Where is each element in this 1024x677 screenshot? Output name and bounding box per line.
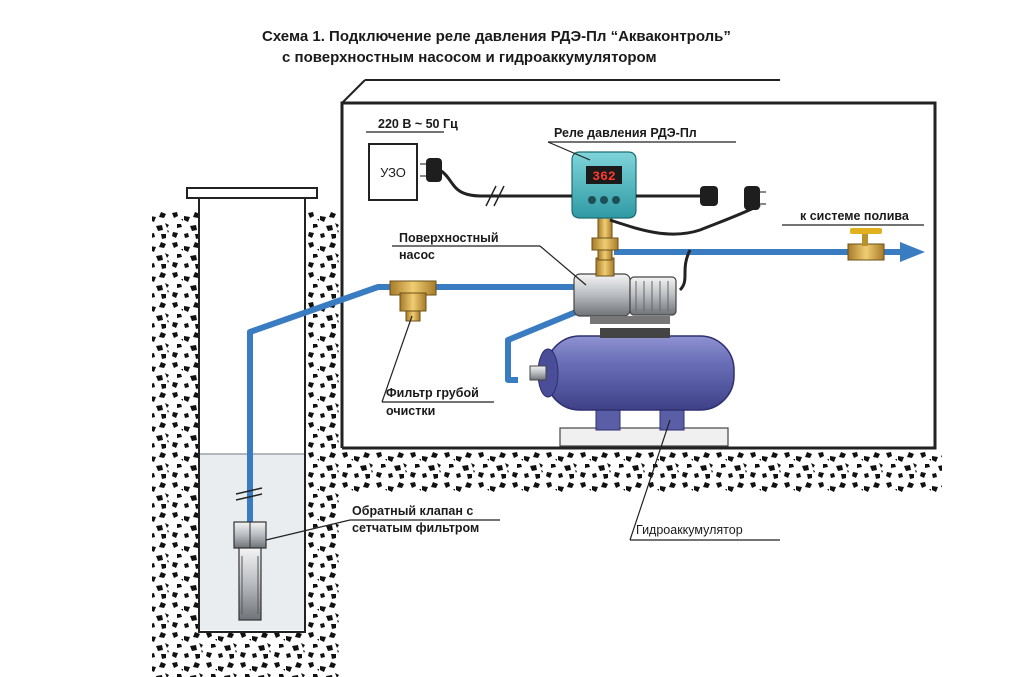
coarse-filter — [389, 280, 437, 322]
plug-icon — [420, 158, 442, 182]
accumulator-tank — [529, 328, 735, 447]
check-valve — [233, 521, 267, 621]
relay-label: Реле давления РДЭ-Пл — [554, 126, 697, 140]
pressure-relay — [571, 151, 637, 219]
pump-label-line1: Поверхностный — [399, 231, 499, 245]
diagram-title-line2: с поверхностным насосом и гидроаккумулят… — [282, 49, 657, 66]
filter-label-line2: очистки — [386, 404, 436, 418]
plug-icon — [744, 186, 766, 210]
cable-break-mark — [485, 185, 505, 207]
power-label: 220 В ~ 50 Гц — [378, 117, 458, 131]
relay-fitting — [591, 217, 619, 261]
irrigation-arrow-icon — [900, 242, 925, 262]
socket-icon — [700, 186, 718, 206]
pipe-break-mark — [235, 487, 263, 501]
filter-label-line1: Фильтр грубой — [386, 386, 479, 400]
irrigation-label: к системе полива — [800, 209, 909, 223]
diagram-title-line1: Схема 1. Подключение реле давления РДЭ-П… — [262, 28, 731, 45]
power-cable — [439, 168, 761, 292]
house-frame — [340, 79, 937, 450]
ball-valve-icon — [847, 228, 885, 261]
ground-soil — [152, 212, 942, 677]
check-valve-label-line2: сетчатым фильтром — [352, 521, 480, 535]
leader-lines — [265, 131, 924, 541]
pump-label-line2: насос — [399, 248, 435, 262]
surface-pump — [573, 257, 677, 324]
uzo-breaker: УЗО — [368, 143, 418, 201]
accumulator-label: Гидроаккумулятор — [636, 523, 743, 537]
check-valve-label-line1: Обратный клапан с — [352, 504, 474, 518]
relay-display: 362 — [592, 169, 616, 184]
